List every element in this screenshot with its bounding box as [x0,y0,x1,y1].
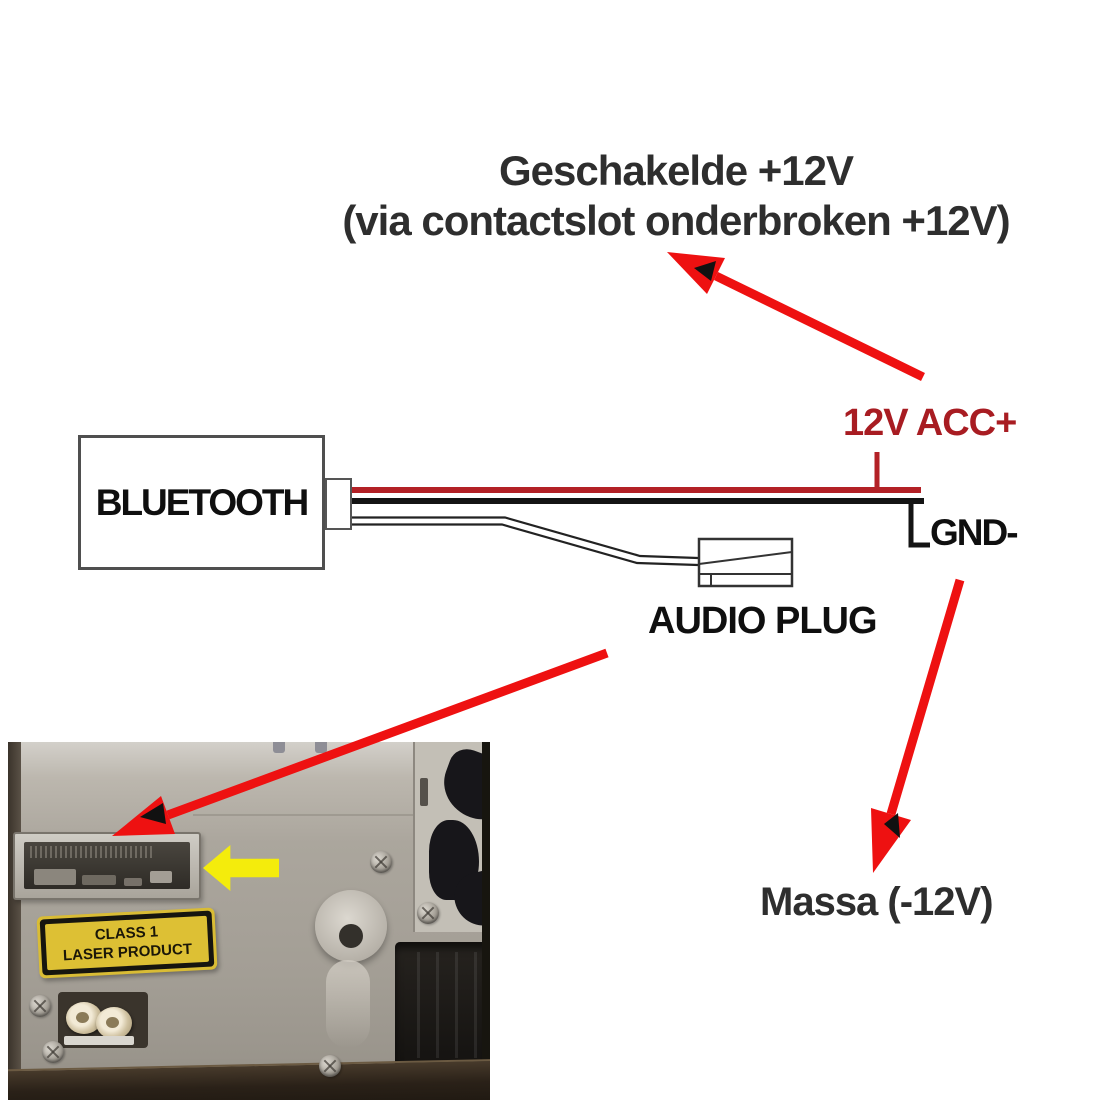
panel-tab [273,742,285,753]
tube-opening [106,1017,119,1028]
tube-opening [76,1012,89,1023]
antenna-connector-tube [96,1007,132,1039]
connector-block-ribs [401,952,484,1058]
arrow-head [667,252,725,294]
photo-right-shadow [482,742,490,1100]
arrow-head [871,808,911,873]
slot-tab [34,869,76,885]
audio-plug-cable-line [698,551,793,565]
slot-cavity [24,842,190,889]
arrow-head-accent [694,261,716,281]
cooling-fan-area [413,742,490,932]
audio-cable-line [352,516,699,560]
slot-tab [82,875,116,885]
dome-reflection [326,960,370,1048]
screw [370,851,392,873]
switched-12v-caption: Geschakelde +12V (via contactslot onderb… [176,146,1100,246]
panel-edge-line [193,814,490,816]
panel-tab [315,742,327,753]
arrow-shaft [886,578,965,816]
screw [29,995,51,1017]
audio-plug-label: AUDIO PLUG [648,600,878,642]
photo-left-shadow [8,742,21,1100]
gnd-label: GND- [930,512,1019,553]
arrow-head-accent [884,813,900,838]
gnd-pointer-line [908,503,930,548]
slot-tab [124,878,142,886]
recess-bracket [64,1036,134,1045]
arrow-shaft [166,648,609,820]
screw [417,902,439,924]
bluetooth-connector-tab [325,478,352,530]
aux-connector-slot [13,832,201,900]
head-unit-rear-photo: CLASS 1 LASER PRODUCT [8,742,490,1100]
bluetooth-module-label: BLUETOOTH [95,481,310,523]
arrow-to-massa [871,578,965,873]
screw [42,1041,64,1063]
round-mount-dome [315,890,387,962]
massa-label: Massa (-12V) [760,880,994,924]
antenna-connector-recess [58,992,148,1048]
arrow-shaft [714,271,925,382]
screw [319,1055,341,1077]
dome-center-hole [339,924,363,948]
rear-connector-block [395,942,490,1070]
vent-slit [420,778,428,806]
audio-cable-line [352,523,699,567]
caption-line-1: Geschakelde +12V [498,147,854,194]
slot-tab [150,871,172,883]
caption-line-2: (via contactslot onderbroken +12V) [342,197,1010,244]
acc-12v-label: 12V ACC+ [843,402,1017,444]
arrow-head-accent [140,803,166,824]
arrow-to-slot-photo [112,648,609,836]
arrow-to-switched-12v [667,252,925,382]
bluetooth-module-box: BLUETOOTH [78,435,325,570]
audio-plug-drawing [697,537,794,588]
slot-pins [30,846,152,858]
